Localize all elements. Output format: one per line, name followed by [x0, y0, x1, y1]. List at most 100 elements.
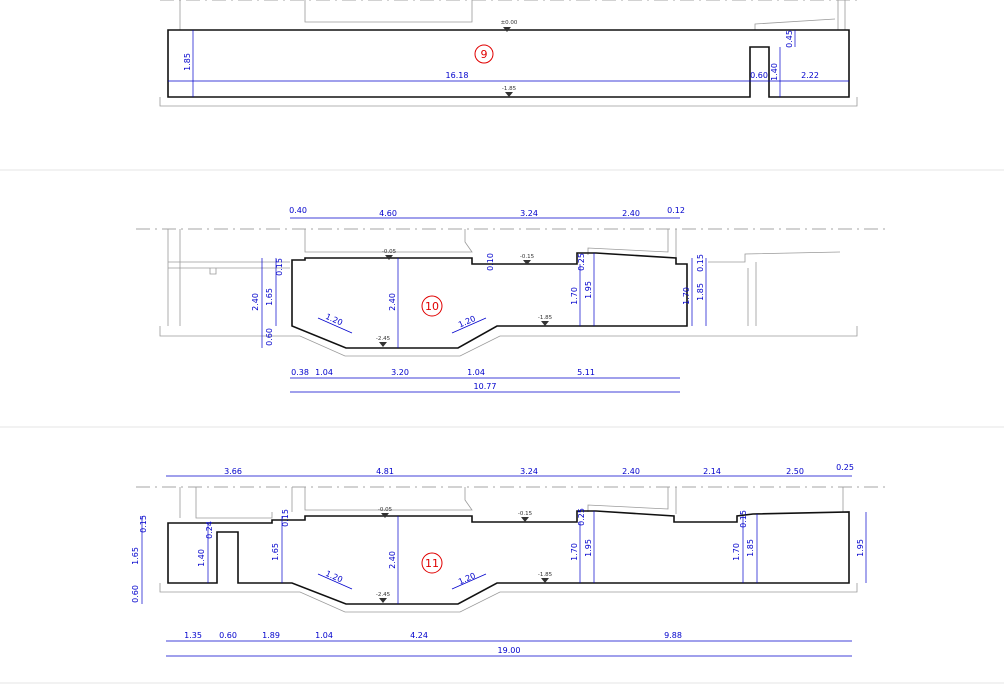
level-label: -0.05 [378, 507, 393, 513]
dimension-label: 0.15 [739, 510, 748, 528]
level-marker-icon [541, 321, 549, 326]
dimension-label: 1.85 [696, 283, 705, 301]
level-marker-icon [521, 517, 529, 522]
dimension-label: 1.85 [746, 539, 755, 557]
section-tag-circle [421, 295, 443, 317]
dimension-label: 2.50 [786, 467, 804, 476]
dimension-label: 1.89 [262, 631, 280, 640]
dimension-label: 0.12 [667, 206, 685, 215]
dimension-label: 0.60 [750, 71, 768, 80]
dimension-label: 9.88 [664, 631, 682, 640]
right-structure [708, 251, 841, 326]
dimension-label: 0.60 [265, 328, 274, 346]
dimension-label: 1.95 [584, 539, 593, 557]
section-tag-circle [474, 44, 494, 64]
ground-line [587, 229, 677, 262]
dimension-label: 1.20 [457, 571, 477, 586]
dimension-label: 2.40 [622, 209, 640, 218]
channel-outline [304, 229, 473, 253]
ground-line [587, 487, 844, 514]
dimension-label: 2.22 [801, 71, 819, 80]
level-label: ±0.00 [501, 20, 518, 26]
level-marker-icon [379, 342, 387, 347]
dimension-label: 0.45 [785, 30, 794, 48]
dimension-label: 0.15 [139, 515, 148, 533]
section-tag: 10 [425, 300, 439, 313]
section-10: 10 -0.05 -0.15 -1.85 -2.45 0.40 4.60 3.2… [136, 206, 888, 393]
dimension-label: 1.40 [197, 549, 206, 567]
level-marker-icon [505, 92, 513, 97]
left-structure [179, 487, 293, 519]
dimension-label: 1.70 [570, 543, 579, 561]
section-tag-circle [421, 552, 443, 574]
dimension-label: 19.00 [498, 646, 521, 655]
dimension-label: 2.40 [388, 293, 397, 311]
level-marker-icon [381, 513, 389, 518]
dimension-label: 1.04 [315, 631, 333, 640]
foundation-slab [159, 583, 858, 613]
dimension-label: 0.38 [291, 368, 309, 377]
level-label: -0.05 [382, 249, 397, 255]
dimension-label: 1.85 [183, 53, 192, 71]
level-label: -0.15 [520, 254, 535, 260]
dimension-line [451, 317, 487, 334]
section-outline [167, 29, 850, 98]
dimension-label: 0.10 [486, 253, 495, 271]
level-label: -1.85 [538, 315, 553, 321]
dimension-label: 0.25 [836, 463, 854, 472]
dimension-label: 3.66 [224, 467, 242, 476]
section-outline [167, 510, 850, 605]
dimension-label: 0.15 [275, 258, 284, 276]
dimension-label: 1.65 [271, 543, 280, 561]
dimension-label: 0.40 [289, 206, 307, 215]
dimension-label: 0.60 [219, 631, 237, 640]
level-marker-icon [385, 255, 393, 260]
dimension-label: 3.24 [520, 209, 538, 218]
dimension-label: 1.95 [856, 539, 865, 557]
section-tag: 9 [481, 48, 488, 61]
dimension-line [451, 573, 487, 590]
level-label: -2.45 [376, 336, 391, 342]
level-label: -1.85 [502, 86, 517, 92]
level-label: -2.45 [376, 592, 391, 598]
dimension-label: 1.70 [570, 287, 579, 305]
dimension-label: 1.04 [467, 368, 485, 377]
dimension-label: 2.40 [251, 293, 260, 311]
dimension-label: 4.81 [376, 467, 394, 476]
dimension-label: 0.25 [577, 508, 586, 526]
level-marker-icon [541, 578, 549, 583]
dimension-label: 2.14 [703, 467, 721, 476]
dimension-label: 5.11 [577, 368, 595, 377]
dimension-label: 1.95 [584, 281, 593, 299]
dimension-label: 1.04 [315, 368, 333, 377]
level-marker-icon [379, 598, 387, 603]
level-label: -1.85 [538, 572, 553, 578]
dimension-label: 1.70 [732, 543, 741, 561]
dimension-label: 0.25 [577, 253, 586, 271]
channel-outline [304, 487, 473, 511]
level-marker-icon [503, 27, 511, 32]
dimension-label: 1.20 [324, 569, 344, 584]
dimension-label: 10.77 [474, 382, 497, 391]
dimension-label: 16.18 [446, 71, 469, 80]
dimension-label: 4.60 [379, 209, 397, 218]
dimension-label: 4.24 [410, 631, 428, 640]
foundation-slab [159, 326, 858, 357]
level-label: -0.15 [518, 511, 533, 517]
dimension-label: 2.40 [622, 467, 640, 476]
foundation-slab [159, 97, 858, 107]
dimension-label: 2.40 [388, 551, 397, 569]
dimension-label: 0.24 [205, 521, 214, 539]
section-tag: 11 [425, 557, 439, 570]
dimension-label: 3.24 [520, 467, 538, 476]
dimension-label: 1.65 [265, 288, 274, 306]
dimension-label: 0.60 [131, 585, 140, 603]
ground-line [754, 18, 836, 30]
level-marker-icon [523, 260, 531, 265]
left-structure [167, 229, 290, 326]
dimension-label: 1.40 [770, 63, 779, 81]
dimension-line [317, 573, 353, 590]
dimension-label: 3.20 [391, 368, 409, 377]
section-outline [291, 252, 688, 349]
section-9: 9 ±0.00 -1.85 1.85 16.18 0.60 1.40 2.22 … [159, 0, 860, 107]
